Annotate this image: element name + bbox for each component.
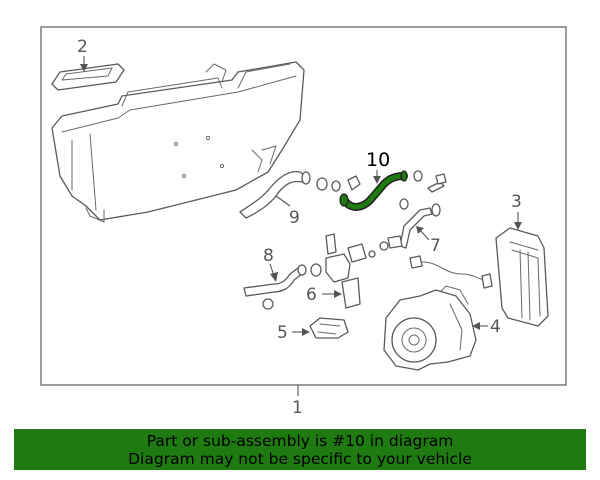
part-2-seal[interactable] — [51, 63, 125, 91]
bolt[interactable] — [427, 173, 447, 193]
svg-text:8: 8 — [263, 246, 274, 266]
callout-1: 1 — [292, 385, 303, 418]
callout-6: 6 — [306, 285, 342, 305]
part-6-valve[interactable] — [325, 233, 389, 309]
banner-line-2: Diagram may not be specific to your vehi… — [128, 450, 472, 468]
svg-text:1: 1 — [292, 398, 303, 418]
sensor-harness[interactable] — [409, 255, 493, 289]
callout-7: 7 — [416, 226, 441, 256]
callout-8: 8 — [263, 246, 278, 282]
svg-text:3: 3 — [511, 192, 522, 212]
svg-text:5: 5 — [277, 323, 288, 343]
callout-9: 9 — [275, 195, 300, 228]
parts-diagram: 2 9 10 3 7 8 6 5 4 1 — [40, 26, 567, 418]
callout-10: 10 — [366, 149, 390, 184]
svg-text:7: 7 — [430, 236, 441, 256]
svg-text:10: 10 — [366, 149, 390, 171]
callout-4: 4 — [472, 317, 501, 337]
part-1-hvac-case[interactable] — [51, 61, 305, 223]
svg-text:2: 2 — [77, 37, 88, 57]
part-10-heater-pipe[interactable] — [339, 170, 423, 211]
part-3-heater-core[interactable] — [495, 227, 549, 327]
callout-3: 3 — [511, 192, 522, 230]
info-banner: Part or sub-assembly is #10 in diagram D… — [14, 429, 586, 470]
part-7-pipe[interactable] — [387, 203, 441, 249]
banner-line-1: Part or sub-assembly is #10 in diagram — [146, 432, 454, 450]
diagram-frame — [40, 26, 567, 386]
svg-text:6: 6 — [306, 285, 317, 305]
svg-text:9: 9 — [289, 208, 300, 228]
part-4-blower[interactable] — [383, 285, 477, 371]
part-5-actuator[interactable] — [309, 317, 349, 339]
callout-5: 5 — [277, 323, 310, 343]
part-8-tube[interactable] — [243, 263, 322, 310]
svg-text:4: 4 — [490, 317, 501, 337]
part-9-hose[interactable] — [239, 170, 361, 219]
callout-2: 2 — [77, 37, 88, 72]
